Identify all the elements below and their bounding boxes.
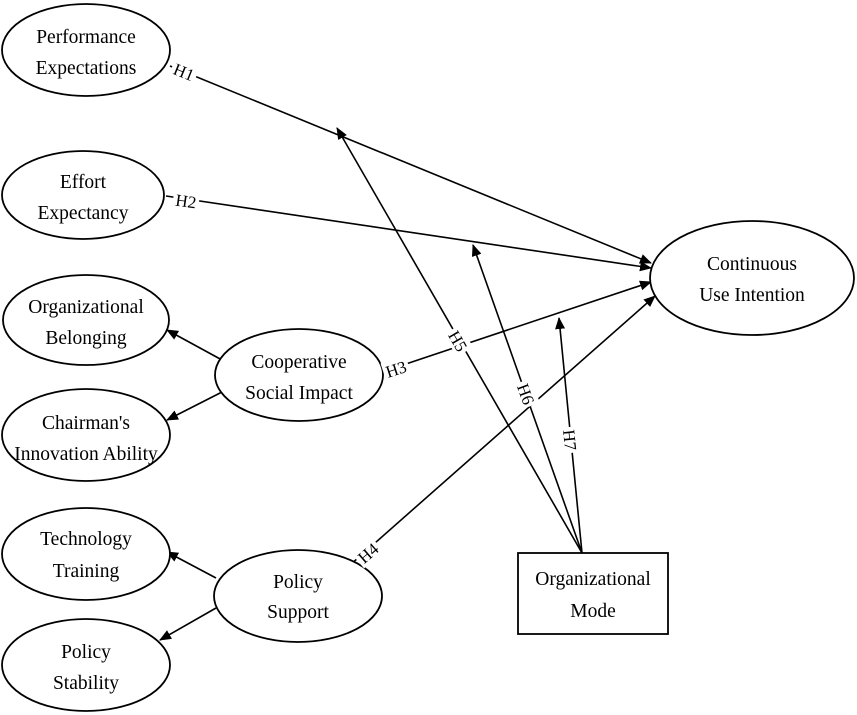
edge-h1 <box>169 65 652 264</box>
organizational-belonging-line-2: Belonging <box>45 328 126 349</box>
edge-csi-to-belonging <box>166 329 223 361</box>
node-organizational-mode: Organizational Mode <box>517 552 669 635</box>
chairmans-innovation-ability-line-1: Chairman's <box>42 413 130 434</box>
node-performance-expectations: Performance Expectations <box>1 3 171 97</box>
svg-text:H5: H5 <box>444 328 471 355</box>
node-policy-stability: Policy Stability <box>1 618 171 712</box>
svg-text:H7: H7 <box>559 429 580 452</box>
edge-csi-to-chairman <box>166 391 223 421</box>
continuous-use-intention-line-2: Use Intention <box>699 285 805 306</box>
label-h5: H5 <box>443 324 474 357</box>
edge-ps-to-training <box>166 551 217 579</box>
label-h3: H3 <box>380 355 412 382</box>
organizational-mode-line-2: Mode <box>570 601 616 622</box>
svg-text:H2: H2 <box>174 191 197 213</box>
organizational-mode-line-1: Organizational <box>535 569 651 590</box>
edge-h2 <box>165 195 652 272</box>
organizational-belonging-line-1: Organizational <box>28 297 144 318</box>
node-effort-expectancy: Effort Expectancy <box>1 150 165 240</box>
label-h1: H1 <box>168 57 200 86</box>
policy-support-line-2: Support <box>267 602 329 623</box>
policy-support-line-1: Policy <box>273 572 323 593</box>
label-h6: H6 <box>513 378 540 410</box>
label-h7: H7 <box>559 426 582 454</box>
continuous-use-intention-line-1: Continuous <box>707 254 797 275</box>
edge-ps-to-stability <box>159 607 217 641</box>
edge-h4 <box>349 295 656 566</box>
node-continuous-use-intention: Continuous Use Intention <box>649 220 855 336</box>
cooperative-social-impact-line-2: Social Impact <box>245 383 353 404</box>
node-policy-support: Policy Support <box>213 549 383 643</box>
policy-stability-line-1: Policy <box>61 642 111 663</box>
node-technology-training: Technology Training <box>1 507 171 601</box>
cooperative-social-impact-line-1: Cooperative <box>251 352 346 373</box>
node-cooperative-social-impact: Cooperative Social Impact <box>214 328 384 422</box>
technology-training-line-2: Training <box>53 561 120 582</box>
policy-stability-line-2: Stability <box>53 673 119 694</box>
effort-expectancy-line-2: Expectancy <box>38 203 129 224</box>
effort-expectancy-line-1: Effort <box>60 172 107 193</box>
label-h2: H2 <box>171 189 201 213</box>
technology-training-line-1: Technology <box>40 529 132 550</box>
chairmans-innovation-ability-line-2: Innovation Ability <box>14 444 158 465</box>
performance-expectations-line-2: Expectations <box>36 58 137 79</box>
node-organizational-belonging: Organizational Belonging <box>2 274 170 366</box>
node-chairmans-innovation-ability: Chairman's Innovation Ability <box>1 388 171 482</box>
edge-h3 <box>381 280 652 373</box>
performance-expectations-line-1: Performance <box>36 27 136 48</box>
